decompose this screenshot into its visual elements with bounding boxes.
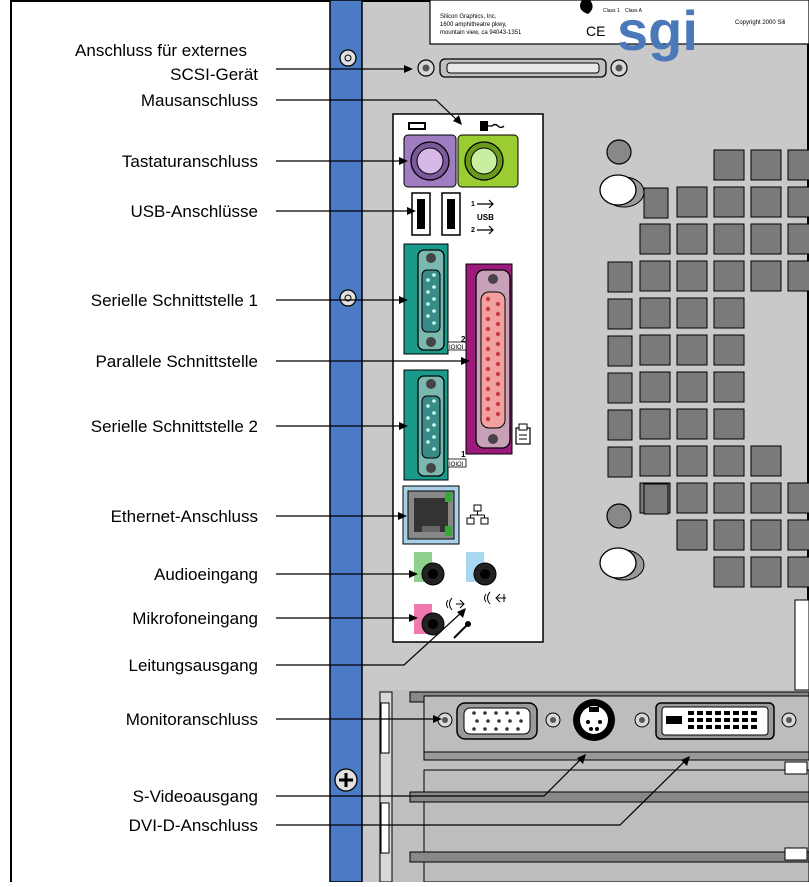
serial-symbol: IOIOI: [449, 345, 464, 351]
plate-address2: mountain view, ca 94043-1351: [440, 30, 522, 36]
label-usb-ports: USB-Anschlüsse: [130, 202, 258, 222]
plate-copyright: Copyright 2000 Sili: [735, 20, 785, 26]
label-ethernet-port: Ethernet-Anschluss: [111, 507, 258, 527]
usb-text: USB: [477, 213, 494, 222]
scsi-connector: [418, 59, 627, 77]
label-line-out: Leitungsausgang: [128, 656, 258, 676]
plate-company: Silicon Graphics, Inc.: [440, 14, 497, 20]
blue-rail: [330, 0, 362, 882]
plate-address1: 1600 amphitheatre pkwy,: [440, 22, 507, 28]
label-monitor-port: Monitoranschluss: [126, 710, 258, 730]
usb-number-1: 1: [471, 201, 475, 208]
serial-symbol: IOIOI: [449, 462, 464, 468]
plate-sgi-logo: sgi: [617, 0, 698, 62]
serial-number-1: 1: [461, 450, 466, 459]
label-parallel-port: Parallele Schnittstelle: [95, 352, 258, 372]
label-mouse-port: Mausanschluss: [141, 91, 258, 111]
plate-ce-mark: CE: [586, 23, 605, 39]
label-serial-port-1: Serielle Schnittstelle 1: [91, 291, 258, 311]
label-dvi-port: DVI-D-Anschluss: [129, 816, 258, 836]
label-serial-port-2: Serielle Schnittstelle 2: [91, 417, 258, 437]
label-scsi-line2: SCSI-Gerät: [170, 65, 258, 85]
usb-number-2: 2: [471, 227, 475, 234]
label-audio-in: Audioeingang: [154, 565, 258, 585]
label-mic-in: Mikrofoneingang: [132, 609, 258, 629]
label-scsi-line1: Anschluss für externes: [75, 41, 247, 61]
mouse-icon: [480, 121, 488, 131]
label-svideo-out: S-Videoausgang: [133, 787, 258, 807]
label-keyboard-port: Tastaturanschluss: [122, 152, 258, 172]
